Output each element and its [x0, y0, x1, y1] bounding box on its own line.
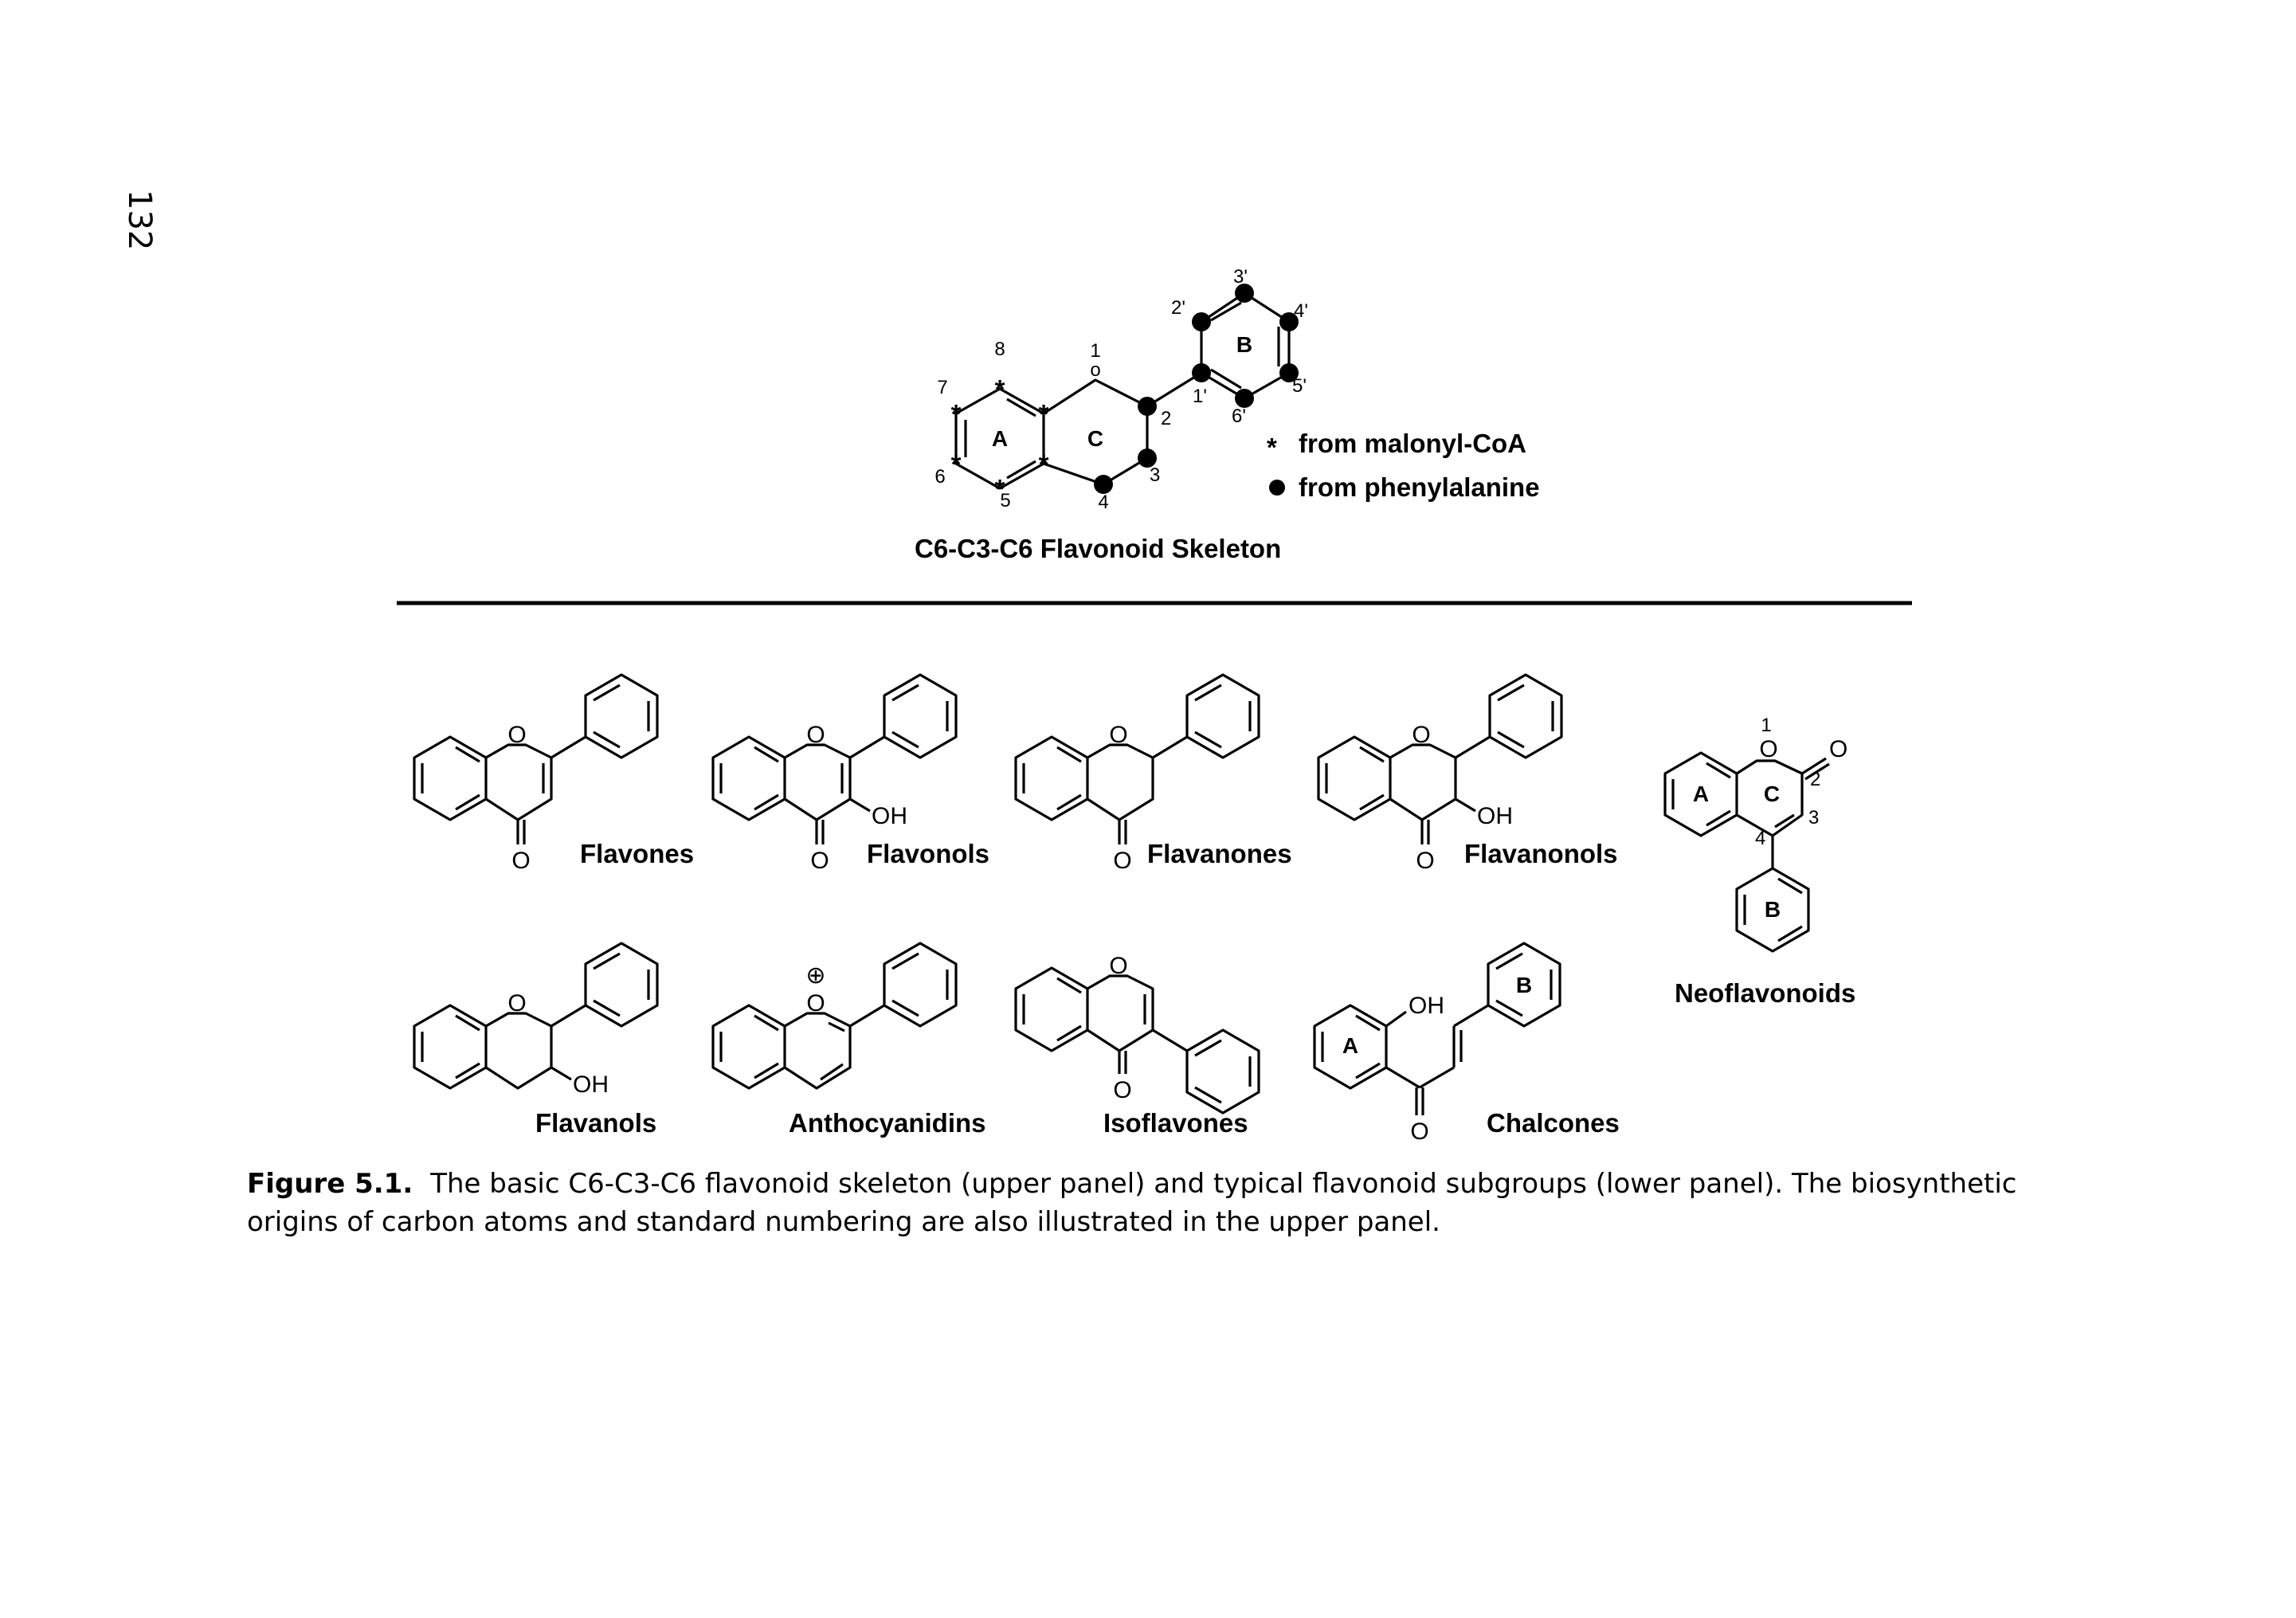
num-1p: 1'	[1193, 386, 1207, 407]
structure-flavonol: O O OH	[711, 673, 958, 874]
svg-text:O: O	[507, 722, 526, 748]
svg-text:4: 4	[1755, 828, 1765, 849]
svg-text:OH: OH	[573, 1071, 609, 1098]
label-neoflavonoids: Neoflavonoids	[1675, 978, 1855, 1008]
caption-text: The basic C6-C3-C6 flavonoid skeleton (u…	[247, 1168, 2017, 1238]
svg-text:O: O	[806, 990, 825, 1017]
num-5p: 5'	[1292, 375, 1307, 397]
num-2: 2	[1161, 408, 1171, 429]
plus-charge: ⊕	[805, 962, 825, 989]
label-flavanonols: Flavanonols	[1464, 839, 1618, 868]
skeleton-ring-a-label: A	[992, 426, 1008, 451]
label-flavanones: Flavanones	[1147, 839, 1292, 868]
svg-text:O: O	[1412, 722, 1430, 748]
svg-text:*: *	[995, 474, 1005, 503]
num-2p: 2'	[1171, 297, 1185, 319]
label-flavanols: Flavanols	[535, 1108, 656, 1138]
svg-text:O: O	[1109, 722, 1127, 748]
num-3p: 3'	[1233, 266, 1248, 288]
neo-ring-c: C	[1764, 782, 1780, 806]
num-8: 8	[994, 339, 1005, 360]
label-flavones: Flavones	[580, 839, 694, 868]
legend-malonyl: from malonyl-CoA	[1299, 429, 1526, 458]
structure-flavanol: O OH	[413, 942, 659, 1098]
structure-flavone: O O	[413, 673, 659, 874]
svg-text:O: O	[511, 848, 530, 874]
svg-text:O: O	[1829, 736, 1847, 762]
svg-text:O: O	[1759, 736, 1777, 762]
structure-neoflavonoid: O O A C B 1 2 3 4	[1663, 715, 1847, 953]
neo-ring-b: B	[1765, 897, 1781, 922]
svg-text:O: O	[810, 848, 829, 874]
svg-text:O: O	[507, 990, 526, 1017]
svg-text:*: *	[951, 449, 962, 479]
skeleton-title: C6-C3-C6 Flavonoid Skeleton	[915, 534, 1281, 563]
chalcone-ring-a: A	[1342, 1033, 1358, 1058]
origin-legend: * from malonyl-CoA from phenylalanine	[1267, 429, 1540, 502]
skeleton-ring-b-label: B	[1236, 332, 1252, 357]
num-6p: 6'	[1232, 405, 1246, 427]
num-7: 7	[937, 377, 947, 398]
svg-text:OH: OH	[1477, 803, 1513, 829]
svg-text:O: O	[806, 722, 825, 748]
legend-phenylalanine: from phenylalanine	[1299, 472, 1540, 502]
structure-flavanonol: O O OH	[1317, 673, 1563, 874]
label-anthocyanidins: Anthocyanidins	[789, 1108, 986, 1138]
svg-text:OH: OH	[872, 803, 907, 829]
skeleton-ring-c-label: C	[1087, 426, 1103, 451]
svg-text:*: *	[1039, 449, 1049, 479]
num-3: 3	[1150, 464, 1160, 486]
svg-text:O: O	[1109, 953, 1127, 979]
svg-text:*: *	[1039, 399, 1049, 429]
svg-text:*: *	[951, 399, 962, 429]
label-isoflavones: Isoflavones	[1103, 1108, 1248, 1138]
svg-text:O: O	[1416, 848, 1434, 874]
svg-text:*: *	[995, 374, 1005, 404]
num-4p: 4'	[1294, 300, 1308, 322]
svg-text:O: O	[1113, 848, 1131, 874]
figure-caption: Figure 5.1.The basic C6-C3-C6 flavonoid …	[247, 1165, 2079, 1241]
num-4: 4	[1098, 492, 1108, 513]
label-chalcones: Chalcones	[1487, 1108, 1620, 1138]
label-flavonols: Flavonols	[867, 839, 989, 868]
svg-text:O: O	[1410, 1118, 1428, 1145]
structure-isoflavone: O O	[1014, 953, 1260, 1115]
svg-text:O: O	[1113, 1077, 1131, 1103]
num-1: 1	[1090, 340, 1100, 362]
svg-text:3: 3	[1808, 807, 1819, 829]
num-6: 6	[934, 466, 945, 488]
flavonoid-skeleton: * * * * * * A C B o 1 2 3 4 5 6 7 8 1' 2…	[934, 266, 1308, 513]
skeleton-oxygen: o	[1090, 359, 1100, 381]
legend-asterisk-symbol: *	[1267, 433, 1277, 462]
svg-text:OH: OH	[1409, 993, 1444, 1019]
svg-text:1: 1	[1761, 715, 1771, 736]
caption-label: Figure 5.1.	[247, 1168, 413, 1200]
structure-anthocyanidin: O ⊕	[711, 942, 958, 1090]
svg-text:2: 2	[1810, 769, 1820, 790]
structure-chalcone: A B OH O	[1313, 942, 1561, 1145]
neo-ring-a: A	[1693, 782, 1709, 806]
structure-flavanone: O O	[1014, 673, 1260, 874]
num-5: 5	[1000, 490, 1010, 511]
chalcone-ring-b: B	[1516, 973, 1532, 997]
